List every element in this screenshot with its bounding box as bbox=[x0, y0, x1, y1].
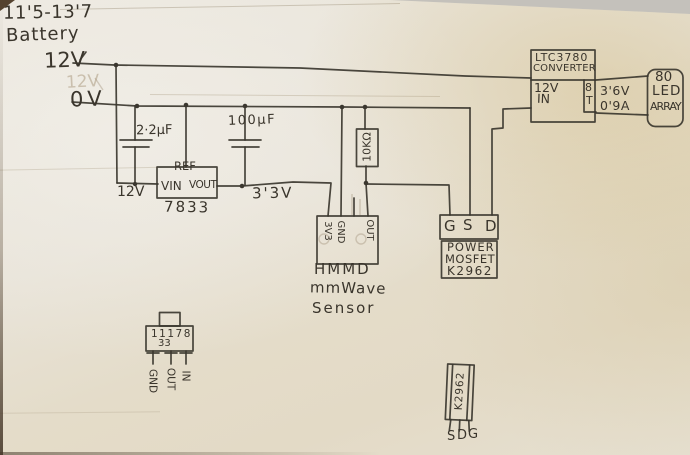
pkg1117-body bbox=[145, 325, 194, 352]
wire-drain bbox=[491, 107, 532, 216]
rail-12v bbox=[72, 62, 532, 79]
led-array-line2: LED bbox=[652, 83, 682, 99]
output-current-spec: 0'9A bbox=[600, 98, 630, 113]
converter-out-pin2: T bbox=[586, 94, 593, 107]
pkg1117-tab bbox=[158, 311, 181, 327]
led-array-line3: ARRAY bbox=[650, 100, 682, 113]
wire-out-down bbox=[365, 182, 369, 217]
pkg2962-body bbox=[444, 363, 476, 422]
output-voltage-spec: 3'6V bbox=[600, 83, 630, 98]
regulator-vin-pin: VIN bbox=[161, 179, 182, 193]
regulator-output-label: 3'3V bbox=[251, 183, 294, 203]
mosfet-pin-s: S bbox=[463, 216, 473, 234]
converter-input-line2: IN bbox=[536, 90, 551, 107]
battery-negative-label: 0V bbox=[69, 86, 107, 112]
wire-led-top bbox=[595, 75, 649, 81]
battery-voltage-range: 11'5-13'7 bbox=[2, 1, 93, 24]
converter-name-line1: LTC3780 bbox=[535, 51, 589, 64]
sensor-pin-out: OUT bbox=[364, 219, 375, 241]
resistor-10k-box bbox=[355, 128, 379, 168]
junction-dots bbox=[113, 62, 369, 189]
sensor-name-line2: mmWave bbox=[309, 278, 387, 298]
regulator-ref-pin: REF bbox=[174, 159, 196, 173]
converter-pin-block bbox=[583, 79, 597, 113]
mosfet-part-number: K2962 bbox=[447, 264, 493, 278]
wire-out-to-gate bbox=[365, 183, 451, 216]
regulator-vout-pin: VOUT bbox=[189, 179, 217, 191]
mosfet-pin-g: G bbox=[444, 217, 456, 235]
converter-name-line2: CONVERTER bbox=[533, 63, 596, 74]
cap1-value: 2·2μF bbox=[135, 122, 173, 139]
regulator-7833-box bbox=[156, 166, 218, 199]
wire-3v3 bbox=[216, 181, 332, 217]
converter-out-pin1: 8 bbox=[585, 81, 592, 94]
tick-mark bbox=[79, 51, 87, 61]
table-corner-top-left bbox=[0, 0, 15, 11]
pkg2962-pin-d: D bbox=[457, 428, 468, 443]
pkg2962-pin-g: G bbox=[468, 427, 479, 442]
mosfet-pin-d: D bbox=[485, 217, 497, 235]
sensor-name-line1: HMMD bbox=[314, 260, 371, 278]
pkg1117-marking-line1: 11178 bbox=[151, 328, 192, 340]
resistor-value: 10KΩ bbox=[360, 132, 374, 162]
led-array-line1: 80 bbox=[655, 69, 673, 85]
sensor-name-line3: Sensor bbox=[312, 299, 376, 317]
wire-12v-drop bbox=[115, 64, 118, 184]
mosfet-label-box bbox=[440, 240, 498, 279]
rail-0v bbox=[71, 101, 471, 109]
pkg2962-pins bbox=[448, 418, 471, 433]
pkg1117-pin-in: IN bbox=[179, 370, 192, 382]
table-shadow-bottom bbox=[0, 452, 380, 455]
converter-box bbox=[530, 49, 596, 123]
mosfet-label-line1: POWER bbox=[447, 240, 495, 254]
sensor-pin-3v3: 3V3 bbox=[322, 221, 333, 241]
erased-marks bbox=[94, 77, 367, 245]
converter-input-line1: 12V bbox=[534, 80, 559, 95]
pkg2962-inner-lines bbox=[448, 363, 471, 422]
pkg1117-pin-out: OUT bbox=[164, 367, 177, 391]
wire-12v-low bbox=[116, 182, 159, 185]
regulator-part-number: 7833 bbox=[163, 197, 211, 217]
battery-positive-label: 12V bbox=[43, 47, 86, 73]
pkg2962-marking: K2962 bbox=[452, 371, 467, 411]
cap2-value: 100μF bbox=[227, 112, 277, 129]
sensor-box bbox=[316, 215, 379, 265]
regulator-input-label: 12V bbox=[117, 184, 145, 200]
pkg2962-pin-s: S bbox=[447, 429, 456, 444]
wire-led-bot bbox=[595, 112, 649, 116]
pkg1117-marking-line2: 33 bbox=[158, 338, 171, 349]
battery-label: Battery bbox=[5, 22, 80, 47]
pkg2962-group bbox=[444, 363, 476, 433]
led-array-box bbox=[646, 68, 684, 128]
mosfet-pin-box bbox=[439, 214, 499, 240]
sensor-pin-gnd: GND bbox=[335, 220, 346, 244]
pkg1117-pin-gnd: GND bbox=[146, 368, 159, 394]
wire-sensor-gnd bbox=[340, 106, 343, 217]
mosfet-label-line2: MOSFET bbox=[445, 252, 496, 266]
table-edge-left bbox=[0, 0, 3, 455]
